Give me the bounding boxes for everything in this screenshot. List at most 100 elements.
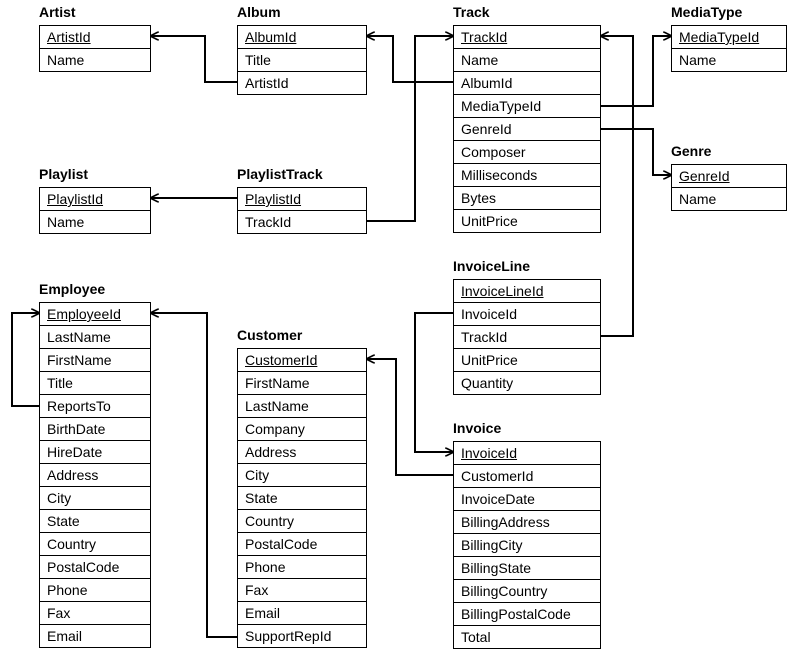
primary-key-field: AlbumId bbox=[238, 26, 366, 49]
field-row: Email bbox=[238, 602, 366, 625]
primary-key-field: EmployeeId bbox=[40, 303, 150, 326]
field-name: TrackId bbox=[245, 214, 292, 230]
field-row: Name bbox=[672, 188, 786, 211]
primary-key-field: PlaylistId bbox=[238, 188, 366, 211]
field-row: TrackId bbox=[238, 211, 366, 234]
field-name: AlbumId bbox=[461, 75, 513, 91]
field-name: Company bbox=[245, 421, 305, 437]
field-row: PostalCode bbox=[40, 556, 150, 579]
field-row: HireDate bbox=[40, 441, 150, 464]
field-row: BillingAddress bbox=[454, 511, 600, 534]
field-row: City bbox=[40, 487, 150, 510]
connector-track-mediatype bbox=[601, 36, 671, 107]
field-name: Fax bbox=[245, 582, 269, 598]
field-name: InvoiceId bbox=[461, 445, 518, 461]
field-name: Milliseconds bbox=[461, 167, 538, 183]
field-name: Name bbox=[461, 52, 499, 68]
field-row: BillingPostalCode bbox=[454, 603, 600, 626]
field-name: PostalCode bbox=[47, 559, 120, 575]
field-row: City bbox=[238, 464, 366, 487]
field-name: State bbox=[245, 490, 278, 506]
field-row: FirstName bbox=[40, 349, 150, 372]
field-name: MediaTypeId bbox=[679, 29, 760, 45]
primary-key-field: InvoiceLineId bbox=[454, 280, 600, 303]
field-name: Country bbox=[245, 513, 295, 529]
field-row: SupportRepId bbox=[238, 625, 366, 648]
primary-key-field: ArtistId bbox=[40, 26, 150, 49]
field-name: Composer bbox=[461, 144, 526, 160]
primary-key-field: PlaylistId bbox=[40, 188, 150, 211]
field-row: PostalCode bbox=[238, 533, 366, 556]
field-row: AlbumId bbox=[454, 72, 600, 95]
field-row: BillingState bbox=[454, 557, 600, 580]
field-name: Total bbox=[461, 629, 491, 645]
field-name: BillingPostalCode bbox=[461, 606, 571, 622]
field-name: LastName bbox=[47, 329, 111, 345]
field-row: Total bbox=[454, 626, 600, 649]
field-name: FirstName bbox=[245, 375, 310, 391]
field-name: UnitPrice bbox=[461, 213, 518, 229]
field-row: Fax bbox=[40, 602, 150, 625]
field-row: Address bbox=[238, 441, 366, 464]
primary-key-field: CustomerId bbox=[238, 349, 366, 372]
field-name: Fax bbox=[47, 605, 71, 621]
connector-invoiceline-invoice bbox=[414, 312, 453, 452]
field-name: InvoiceDate bbox=[461, 491, 535, 507]
primary-key-field: GenreId bbox=[672, 165, 786, 188]
field-row: BillingCountry bbox=[454, 580, 600, 603]
field-row: BillingCity bbox=[454, 534, 600, 557]
field-name: CustomerId bbox=[461, 468, 534, 484]
field-name: TrackId bbox=[461, 29, 508, 45]
field-name: BillingAddress bbox=[461, 514, 550, 530]
field-row: Country bbox=[238, 510, 366, 533]
field-row: Company bbox=[238, 418, 366, 441]
field-row: Name bbox=[40, 49, 150, 72]
field-name: BillingState bbox=[461, 560, 532, 576]
field-name: AlbumId bbox=[245, 29, 297, 45]
field-name: EmployeeId bbox=[47, 306, 121, 322]
table-title: Track bbox=[453, 4, 490, 20]
table-title: Artist bbox=[39, 4, 76, 20]
field-name: SupportRepId bbox=[245, 628, 332, 644]
field-name: PlaylistId bbox=[245, 191, 302, 207]
field-name: City bbox=[245, 467, 270, 483]
field-row: LastName bbox=[238, 395, 366, 418]
field-row: Email bbox=[40, 625, 150, 648]
field-name: CustomerId bbox=[245, 352, 318, 368]
field-row: TrackId bbox=[454, 326, 600, 349]
field-row: CustomerId bbox=[454, 465, 600, 488]
field-name: InvoiceLineId bbox=[461, 283, 544, 299]
table-title: PlaylistTrack bbox=[237, 166, 323, 182]
field-row: State bbox=[238, 487, 366, 510]
field-row: Title bbox=[40, 372, 150, 395]
field-row: Country bbox=[40, 533, 150, 556]
field-row: InvoiceDate bbox=[454, 488, 600, 511]
field-row: Name bbox=[454, 49, 600, 72]
table-title: InvoiceLine bbox=[453, 258, 531, 274]
field-name: BillingCountry bbox=[461, 583, 548, 599]
field-row: ArtistId bbox=[238, 72, 366, 95]
field-name: Phone bbox=[245, 559, 286, 575]
field-name: PlaylistId bbox=[47, 191, 104, 207]
field-name: Name bbox=[47, 214, 85, 230]
field-name: Name bbox=[679, 52, 717, 68]
field-row: Address bbox=[40, 464, 150, 487]
connector-track-album bbox=[367, 36, 453, 83]
field-name: InvoiceId bbox=[461, 306, 518, 322]
table-title: Invoice bbox=[453, 420, 502, 436]
field-row: Name bbox=[40, 211, 150, 234]
